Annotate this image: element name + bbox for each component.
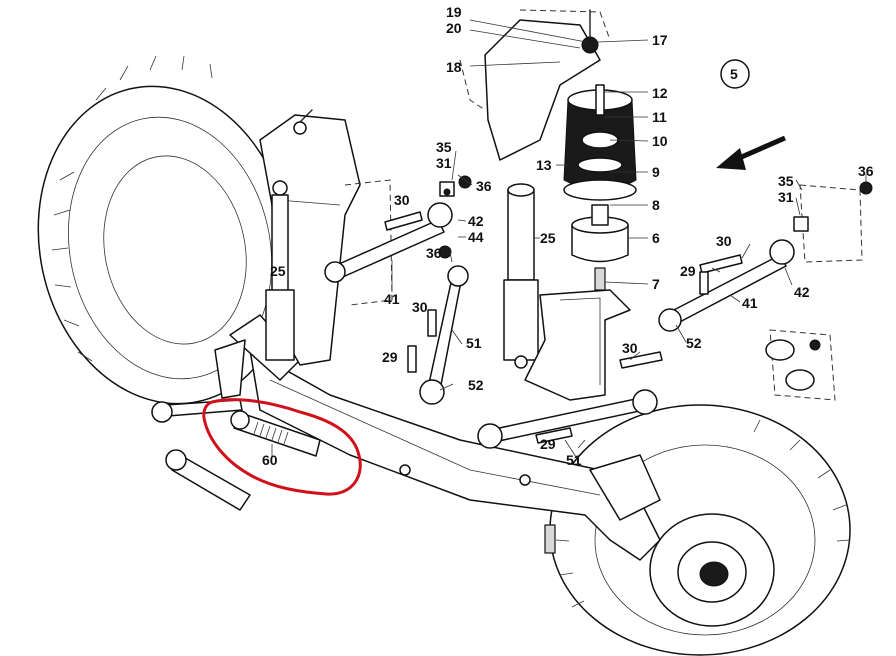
label-35-right: 35 (778, 173, 794, 189)
label-19: 19 (446, 4, 462, 20)
label-51-right: 51 (566, 452, 582, 468)
air-spring (563, 84, 637, 201)
steering-damper-60 (151, 339, 321, 511)
label-51-left: 51 (466, 335, 482, 351)
bolts (384, 175, 873, 444)
label-30-right: 30 (716, 233, 732, 249)
label-11: 11 (652, 109, 667, 125)
upper-right-link-41 (658, 239, 795, 332)
top-mount-bracket (459, 9, 611, 161)
direction-arrow-icon (716, 135, 786, 170)
label-18: 18 (446, 59, 462, 75)
part-labels: 19 20 17 18 5 12 11 10 13 9 8 6 7 35 31 … (262, 4, 874, 468)
label-10: 10 (652, 133, 668, 149)
label-29-right: 29 (680, 263, 696, 279)
section-number-circle (720, 59, 750, 89)
spring-seat (571, 204, 629, 291)
label-7: 7 (652, 276, 660, 292)
label-12: 12 (652, 85, 668, 101)
label-6: 6 (652, 230, 660, 246)
label-44: 44 (468, 229, 484, 245)
label-30-mid: 30 (412, 299, 428, 315)
label-30-lower: 30 (622, 340, 638, 356)
label-17: 17 (652, 32, 668, 48)
label-5: 5 (730, 66, 738, 82)
leader-lines (271, 19, 867, 461)
label-36-mid: 36 (426, 245, 442, 261)
label-25-left: 25 (270, 263, 286, 279)
center-bracket (524, 289, 631, 401)
axle-beam (229, 314, 661, 561)
label-36-right: 36 (858, 163, 874, 179)
label-60: 60 (262, 452, 278, 468)
label-41-left: 41 (384, 291, 400, 307)
label-31-right: 31 (778, 189, 794, 205)
label-52-left: 52 (468, 377, 484, 393)
center-shock-absorber (503, 183, 539, 369)
lower-link-51-right (477, 389, 658, 449)
label-13: 13 (536, 157, 552, 173)
right-frame-bracket (765, 184, 863, 401)
label-29-lower: 29 (540, 436, 556, 452)
label-42-left: 42 (468, 213, 484, 229)
label-8: 8 (652, 197, 660, 213)
label-35-left: 35 (436, 139, 452, 155)
label-52-right: 52 (686, 335, 702, 351)
label-42-right: 42 (794, 284, 810, 300)
label-29-left: 29 (382, 349, 398, 365)
label-41-right: 41 (742, 295, 758, 311)
right-wheel (549, 404, 851, 656)
upper-left-link-41 (324, 202, 453, 283)
label-36-top: 36 (476, 178, 492, 194)
lower-link-51-left (419, 265, 469, 405)
label-30-left: 30 (394, 192, 410, 208)
label-25-center: 25 (540, 230, 556, 246)
left-shock-absorber (265, 180, 295, 361)
label-9: 9 (652, 164, 660, 180)
highlight-outline (202, 398, 362, 496)
label-20: 20 (446, 20, 462, 36)
label-31-left: 31 (436, 155, 452, 171)
